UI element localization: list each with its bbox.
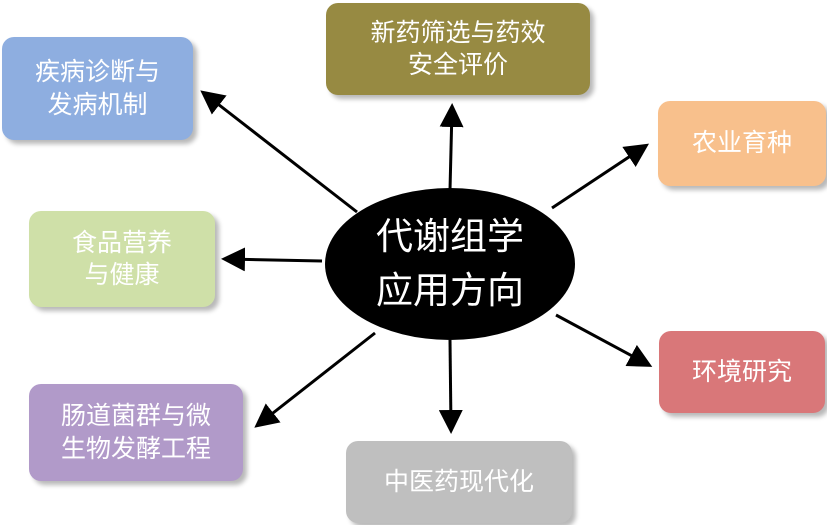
- arrow-to-disease: [200, 90, 358, 214]
- center-label: 代谢组学 应用方向: [376, 215, 524, 312]
- arrow-to-agri: [551, 143, 650, 210]
- direction-label: 肠道菌群与微 生物发酵工程: [60, 401, 211, 463]
- direction-tcm-modernization: 中医药现代化: [346, 441, 572, 523]
- direction-gut-microbiota: 肠道菌群与微 生物发酵工程: [29, 384, 243, 481]
- arrow-to-tcm: [438, 339, 463, 434]
- direction-label: 食品营养 与健康: [71, 227, 172, 290]
- arrow-to-food: [221, 247, 323, 272]
- center-ellipse: 代谢组学 应用方向: [325, 188, 575, 340]
- arrow-to-drug: [439, 103, 464, 191]
- direction-label: 农业育种: [691, 128, 792, 158]
- direction-label: 疾病诊断与 发病机制: [34, 57, 160, 119]
- arrow-to-env: [555, 313, 653, 367]
- direction-drug-screening: 新药筛选与药效 安全评价: [326, 3, 590, 95]
- direction-label: 中医药现代化: [383, 466, 534, 496]
- direction-food-nutrition: 食品营养 与健康: [29, 211, 215, 307]
- direction-label: 环境研究: [691, 356, 792, 386]
- direction-disease-diagnosis: 疾病诊断与 发病机制: [2, 37, 193, 140]
- direction-label: 新药筛选与药效 安全评价: [370, 17, 546, 80]
- direction-environment-research: 环境研究: [659, 331, 825, 413]
- arrow-to-gut: [254, 331, 376, 428]
- direction-agriculture-breeding: 农业育种: [658, 101, 826, 186]
